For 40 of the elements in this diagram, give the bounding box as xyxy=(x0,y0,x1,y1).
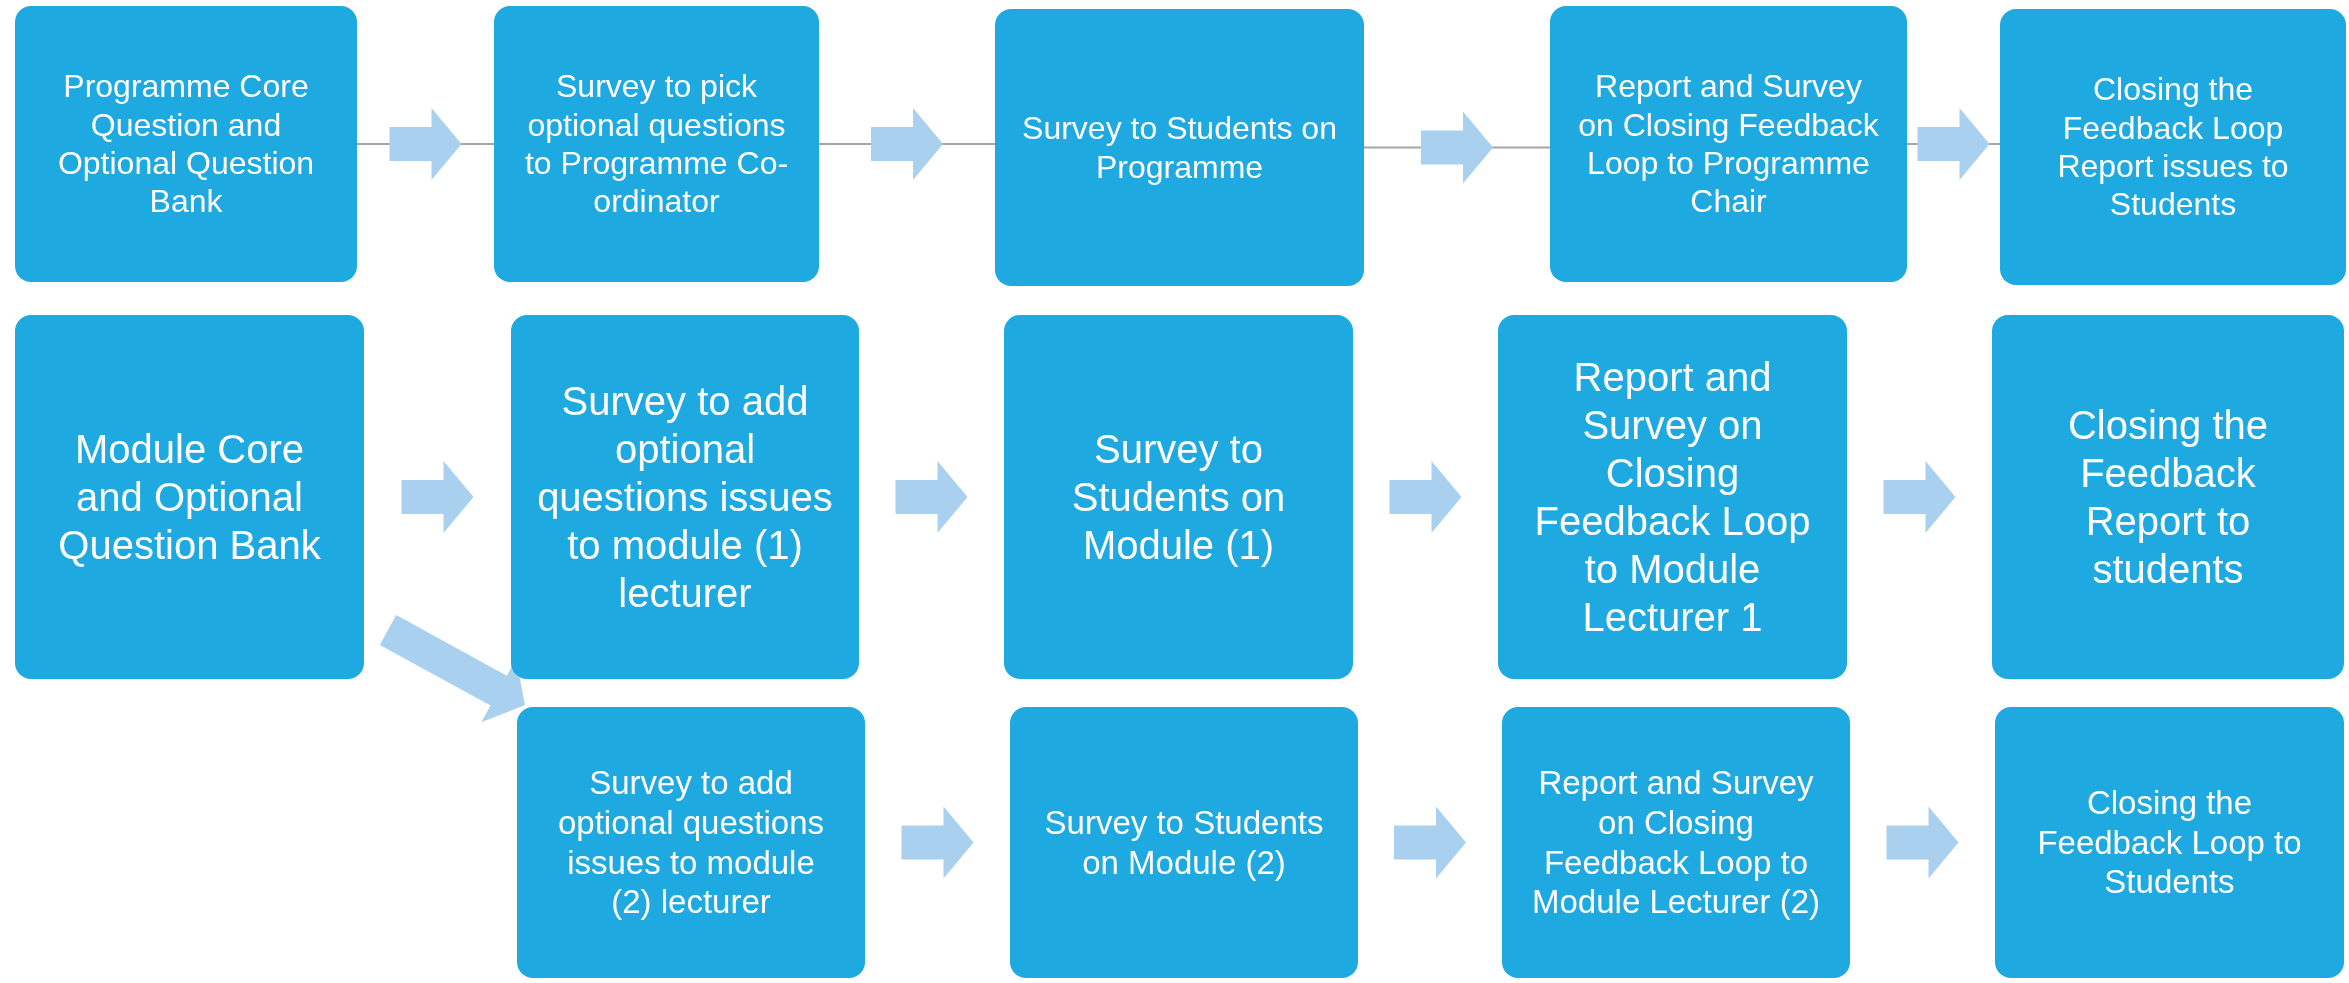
box-text: Programme Core Question and Optional Question Bank xyxy=(56,67,316,221)
box-text: Module Core and Optional Question Bank xyxy=(57,426,322,569)
process-box xyxy=(995,9,1364,286)
block-arrow xyxy=(901,806,974,879)
block-arrow xyxy=(1917,108,1990,180)
process-box xyxy=(15,315,364,679)
box-text: Closing the Feedback Loop to Students xyxy=(2036,783,2303,902)
box-text: Report and Survey on Closing Feedback Loop to Module Lecturer (2) xyxy=(1531,763,1821,922)
block-arrow xyxy=(1886,806,1959,879)
box-text: Survey to add optional questions issues to module (2) lecturer xyxy=(557,763,825,922)
block-arrow xyxy=(895,461,968,533)
block-arrow xyxy=(379,615,525,723)
box-text: Survey to add optional questions issues to module (1) lecturer xyxy=(537,378,833,617)
process-box xyxy=(1502,707,1850,978)
process-box xyxy=(1004,315,1353,679)
box-text: Survey to pick optional questions to Programme Co-ordinator xyxy=(523,67,790,221)
process-box xyxy=(1010,707,1358,978)
process-box xyxy=(494,6,819,282)
block-arrow xyxy=(1421,111,1493,184)
process-box xyxy=(517,707,865,978)
block-arrow xyxy=(1394,806,1466,879)
block-arrow xyxy=(401,461,474,533)
process-box xyxy=(2000,9,2346,285)
process-box xyxy=(1498,315,1847,679)
block-arrow xyxy=(1389,461,1462,533)
block-arrow xyxy=(1883,461,1956,533)
box-text: Survey to Students on Module (1) xyxy=(1070,426,1287,569)
box-text: Report and Survey on Closing Feedback Loop to Programme Chair xyxy=(1577,67,1880,221)
process-box xyxy=(1550,6,1907,282)
box-text: Survey to Students on Module (2) xyxy=(1043,802,1325,883)
process-box xyxy=(1995,707,2344,978)
block-arrow xyxy=(871,108,943,180)
box-text: Closing the Feedback Report to students xyxy=(2066,402,2270,593)
process-box xyxy=(511,315,859,679)
process-box xyxy=(15,6,357,282)
box-text: Report and Survey on Closing Feedback Loop to Module Lecturer 1 xyxy=(1533,354,1812,641)
box-text: Survey to Students on Programme xyxy=(1021,109,1338,186)
box-text: Closing the Feedback Loop Report issues to Students xyxy=(2056,70,2290,224)
process-box xyxy=(1992,315,2344,679)
block-arrow xyxy=(389,108,462,180)
